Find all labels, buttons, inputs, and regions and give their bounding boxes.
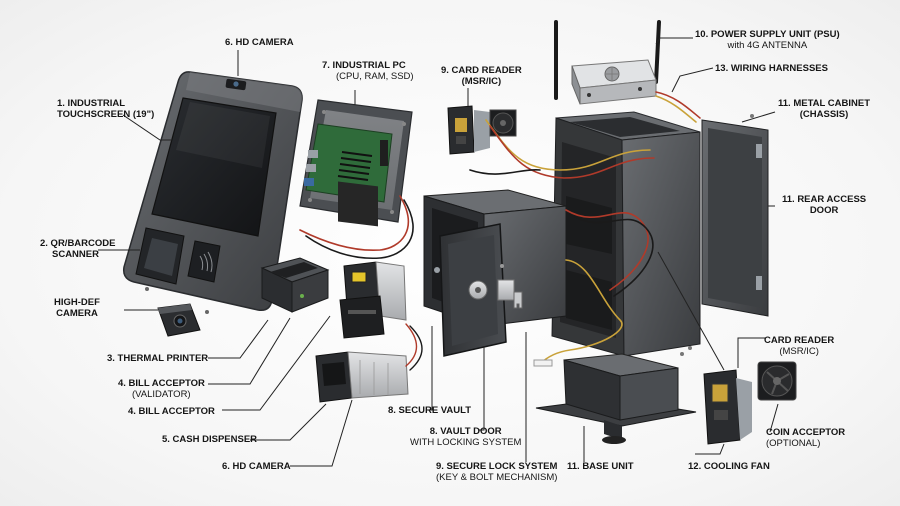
label-sub: (CPU, RAM, SSD) (336, 71, 414, 82)
label-title: 1. INDUSTRIAL (57, 98, 126, 109)
label-hd-camera-top: 6. HD CAMERA (225, 37, 294, 48)
label-title: 11. METAL CABINET (778, 98, 871, 109)
label-rear-access-door: 11. REAR ACCESS DOOR (782, 194, 866, 216)
label-sub: WITH LOCKING SYSTEM (410, 437, 522, 448)
label-title: COIN ACCEPTOR (766, 427, 846, 438)
label-title: HIGH-DEF (54, 297, 100, 308)
label-sub: (OPTIONAL) (766, 438, 821, 449)
label-wiring-harnesses: 13. WIRING HARNESSES (715, 63, 828, 74)
label-sub: DOOR (809, 205, 839, 216)
label-card-reader-right: CARD READER (MSR/IC) (764, 335, 834, 357)
label-title: CARD READER (764, 335, 835, 346)
label-title: 9. SECURE LOCK SYSTEM (436, 461, 558, 472)
label-bill-acceptor-validator: 4. BILL ACCEPTOR (VALIDATOR) (118, 378, 205, 400)
label-title: 2. QR/BARCODE (40, 238, 116, 249)
cooling-fan-unit (757, 361, 797, 401)
label-sub: (KEY & BOLT MECHANISM) (436, 472, 558, 483)
bill-acceptor (339, 261, 407, 339)
label-qr-scanner: 2. QR/BARCODE SCANNER (40, 238, 115, 260)
label-title: 8. VAULT DOOR (429, 426, 502, 437)
label-title: 6. HD CAMERA (222, 461, 291, 472)
label-high-def-camera: HIGH-DEF CAMERA (54, 297, 100, 319)
label-vault-door: 8. VAULT DOOR WITH LOCKING SYSTEM (410, 426, 521, 448)
label-title: 11. BASE UNIT (567, 461, 634, 472)
label-metal-cabinet: 11. METAL CABINET (CHASSIS) (778, 98, 870, 120)
label-title: 7. INDUSTRIAL PC (322, 60, 406, 71)
label-title: 11. REAR ACCESS (782, 194, 867, 205)
label-title: 8. SECURE VAULT (388, 405, 472, 416)
label-sub: CAMERA (56, 308, 98, 319)
label-title: 4. BILL ACCEPTOR (128, 406, 215, 417)
label-title: 13. WIRING HARNESSES (715, 63, 828, 74)
thermal-printer (260, 257, 330, 313)
label-sub: (MSR/IC) (461, 76, 502, 87)
label-sub: SCANNER (52, 249, 99, 260)
label-industrial-pc: 7. INDUSTRIAL PC (CPU, RAM, SSD) (322, 60, 414, 82)
label-cash-dispenser: 5. CASH DISPENSER (162, 434, 257, 445)
label-sub: (CHASSIS) (799, 109, 849, 120)
card-reader-right-unit (703, 369, 752, 445)
lock-bolt (497, 279, 515, 301)
label-title: 9. CARD READER (441, 65, 522, 76)
label-bill-acceptor: 4. BILL ACCEPTOR (128, 406, 215, 417)
label-secure-vault: 8. SECURE VAULT (388, 405, 471, 416)
label-title: 5. CASH DISPENSER (162, 434, 258, 445)
label-title: 6. HD CAMERA (225, 37, 294, 48)
base-unit (535, 353, 697, 444)
rear-access-door (701, 114, 769, 317)
screen-glass (151, 97, 277, 237)
wiring-harnesses (299, 91, 701, 371)
industrial-pc-board (299, 99, 413, 227)
key-icon (513, 291, 523, 309)
label-sub: (MSR/IC) (779, 346, 819, 357)
cash-dispenser (315, 351, 409, 403)
label-card-reader-top: 9. CARD READER (MSR/IC) (441, 65, 522, 87)
leader-lines (98, 37, 779, 467)
label-title: 3. THERMAL PRINTER (107, 353, 209, 364)
label-base-unit: 11. BASE UNIT (567, 461, 634, 472)
label-title: 4. BILL ACCEPTOR (118, 378, 205, 389)
label-title: 10. POWER SUPPLY UNIT (PSU) (695, 29, 840, 40)
label-sub: TOUCHSCREEN (19") (57, 109, 155, 120)
vault-door (439, 223, 523, 357)
label-touchscreen: 1. INDUSTRIAL TOUCHSCREEN (19") (57, 98, 154, 120)
nfc-reader-pad (187, 240, 221, 283)
label-sub: (VALIDATOR) (132, 389, 191, 400)
label-psu: 10. POWER SUPPLY UNIT (PSU) with 4G ANTE… (695, 29, 840, 51)
label-coin-acceptor: COIN ACCEPTOR (OPTIONAL) (766, 427, 845, 449)
label-secure-lock-system: 9. SECURE LOCK SYSTEM (KEY & BOLT MECHAN… (436, 461, 557, 483)
label-thermal-printer: 3. THERMAL PRINTER (107, 353, 208, 364)
metal-cabinet-chassis (551, 111, 701, 357)
power-supply-unit (554, 20, 661, 105)
touchscreen-panel (122, 71, 303, 312)
label-title: 12. COOLING FAN (688, 461, 770, 472)
label-sub: with 4G ANTENNA (727, 40, 808, 51)
label-cooling-fan: 12. COOLING FAN (688, 461, 770, 472)
label-hd-camera-bottom: 6. HD CAMERA (222, 461, 291, 472)
high-def-camera-module (157, 303, 201, 337)
